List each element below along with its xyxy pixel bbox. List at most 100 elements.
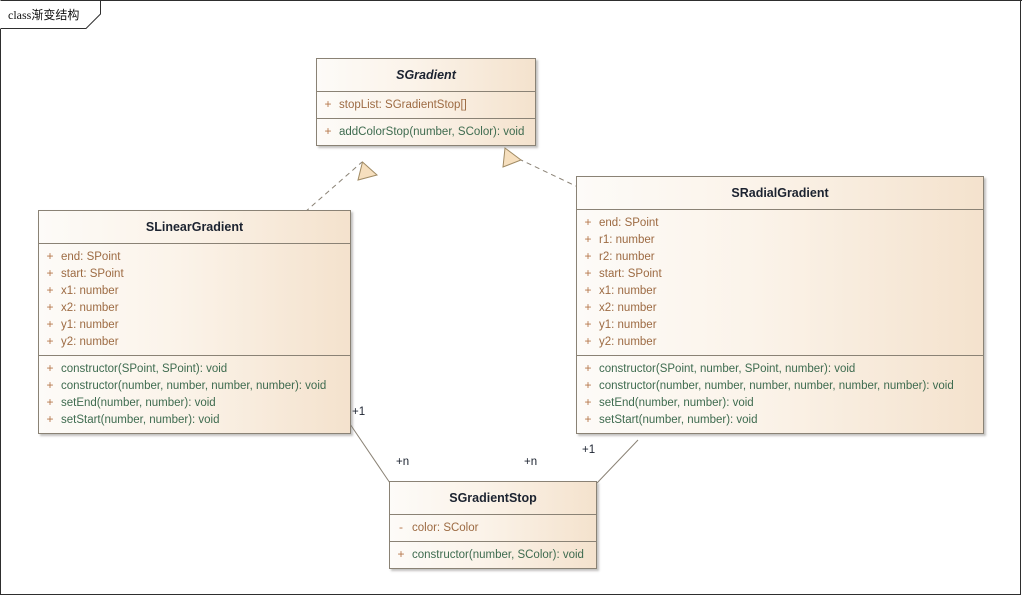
method-row: +setStart(number, number): void [577, 411, 983, 428]
class-title-sgradientstop: SGradientStop [390, 482, 596, 515]
diagram-frame-top-right-edge [101, 0, 1022, 1]
attributes-compartment-sgradient: + stopList: SGradientStop[] [317, 92, 535, 119]
class-box-slineargradient[interactable]: SLinearGradient +end: SPoint +start: SPo… [38, 210, 351, 434]
method-row: + constructor(number, SColor): void [390, 546, 596, 563]
multiplicity-linear-source: +1 [352, 406, 366, 418]
attribute-label: stopList: SGradientStop[] [339, 99, 467, 111]
visibility-marker: + [46, 361, 54, 375]
attribute-row: +start: SPoint [39, 265, 350, 282]
attribute-label: r1: number [599, 234, 655, 246]
visibility-marker: + [46, 266, 54, 280]
visibility-marker: + [584, 361, 592, 375]
visibility-marker: + [584, 300, 592, 314]
attribute-row: + start: SPoint [577, 265, 983, 282]
visibility-marker: + [46, 283, 54, 297]
attribute-label: y1: number [61, 319, 119, 331]
visibility-marker: + [397, 547, 405, 561]
diagram-frame-tab-shape [0, 0, 101, 29]
visibility-marker: + [584, 378, 592, 392]
methods-compartment-sgradientstop: + constructor(number, SColor): void [390, 542, 596, 568]
method-row: + constructor(number, number, number, num… [577, 377, 983, 394]
class-box-sgradientstop[interactable]: SGradientStop -color: SColor + constructo… [389, 481, 597, 569]
visibility-marker: + [46, 317, 54, 331]
attribute-label: color: SColor [412, 522, 479, 534]
attribute-row: + y2: number [39, 333, 350, 350]
visibility-marker: + [584, 317, 592, 331]
method-label: setEnd(number, number): void [61, 397, 216, 409]
visibility-marker: + [584, 249, 592, 263]
diagram-frame-tab[interactable]: class渐变结构 [0, 0, 101, 29]
method-label: constructor(number, number, number, numb… [599, 380, 954, 392]
attribute-row: + x2: number [39, 299, 350, 316]
realization-radial-to-gradient [502, 147, 581, 189]
visibility-marker: - [399, 520, 403, 534]
multiplicity-radial-target: +n [524, 456, 538, 468]
method-label: constructor(number, SColor): void [412, 549, 584, 561]
attribute-row: + r1: number [577, 231, 983, 248]
methods-compartment-slineargradient: + constructor(SPoint, SPoint): void + cons… [39, 356, 350, 433]
visibility-marker: + [584, 266, 592, 280]
class-title-slineargradient: SLinearGradient [39, 211, 350, 244]
realization-linear-to-gradient [304, 161, 379, 213]
attribute-label: y1: number [599, 319, 657, 331]
method-row: + setStart(number, number): void [39, 411, 350, 428]
visibility-marker: + [46, 378, 54, 392]
visibility-marker: + [46, 395, 54, 409]
method-row: + constructor(SPoint, number, SPoint, num… [577, 360, 983, 377]
class-title-sradialgradient: SRadialGradient [577, 177, 983, 210]
attribute-label: y2: number [599, 336, 657, 348]
method-label: setStart(number, number): void [61, 414, 220, 426]
class-box-sradialgradient[interactable]: SRadialGradient + end: SPoint + r1: number… [576, 176, 984, 434]
method-label: addColorStop(number, SColor): void [339, 126, 525, 138]
visibility-marker: + [584, 412, 592, 426]
attribute-label: x2: number [61, 302, 119, 314]
visibility-marker: + [584, 215, 592, 229]
attribute-row: + r2: number [577, 248, 983, 265]
method-label: setEnd(number, number): void [599, 397, 754, 409]
visibility-marker: + [324, 97, 332, 111]
attribute-row: +x1: number [577, 282, 983, 299]
method-label: constructor(number, number, number, numb… [61, 380, 327, 392]
attribute-label: r2: number [599, 251, 655, 263]
method-row: + addColorStop(number, SColor): void [317, 123, 535, 140]
multiplicity-radial-source: +1 [582, 444, 596, 456]
diagram-frame-tab-label: class渐变结构 [8, 6, 79, 23]
visibility-marker: + [324, 124, 332, 138]
attribute-row: + x1: number [39, 282, 350, 299]
visibility-marker: + [584, 334, 592, 348]
attribute-row: + y1: number [39, 316, 350, 333]
attribute-row: + end: SPoint [577, 214, 983, 231]
attribute-row: +end: SPoint [39, 248, 350, 265]
diagram-frame-tab-name: 渐变结构 [31, 8, 80, 22]
attribute-label: end: SPoint [599, 217, 659, 229]
attribute-label: x2: number [599, 302, 657, 314]
attribute-row: + y2: number [577, 333, 983, 350]
attribute-label: end: SPoint [61, 251, 121, 263]
attribute-label: x1: number [61, 285, 119, 297]
class-box-sgradient[interactable]: SGradient + stopList: SGradientStop[] + … [316, 58, 536, 146]
attributes-compartment-sradialgradient: + end: SPoint + r1: number + r2: number + st… [577, 210, 983, 356]
multiplicity-linear-target: +n [396, 456, 410, 468]
visibility-marker: + [584, 283, 592, 297]
attributes-compartment-sgradientstop: -color: SColor [390, 515, 596, 542]
attribute-label: start: SPoint [599, 268, 662, 280]
association-linear-to-stop [349, 423, 391, 484]
visibility-marker: + [46, 300, 54, 314]
method-row: + constructor(number, number, number, num… [39, 377, 350, 394]
visibility-marker: + [46, 334, 54, 348]
method-label: constructor(SPoint, SPoint): void [61, 363, 228, 375]
attribute-label: y2: number [61, 336, 119, 348]
method-row: + setEnd(number, number): void [39, 394, 350, 411]
visibility-marker: + [46, 412, 54, 426]
method-row: + constructor(SPoint, SPoint): void [39, 360, 350, 377]
association-radial-to-stop [596, 439, 639, 484]
class-title-sgradient: SGradient [317, 59, 535, 92]
attribute-row: + stopList: SGradientStop[] [317, 96, 535, 113]
methods-compartment-sgradient: + addColorStop(number, SColor): void [317, 119, 535, 145]
methods-compartment-sradialgradient: + constructor(SPoint, number, SPoint, num… [577, 356, 983, 433]
visibility-marker: + [584, 232, 592, 246]
attributes-compartment-slineargradient: +end: SPoint +start: SPoint +x1: number … [39, 244, 350, 356]
diagram-frame-tab-keyword: class [8, 8, 32, 22]
method-label: constructor(SPoint, number, SPoint, numb… [599, 363, 856, 375]
